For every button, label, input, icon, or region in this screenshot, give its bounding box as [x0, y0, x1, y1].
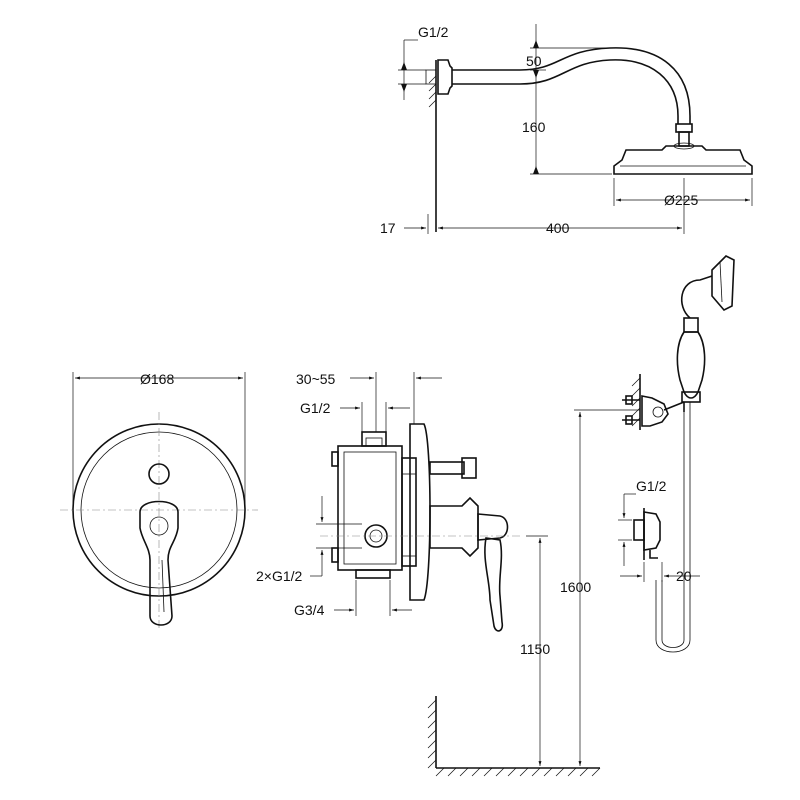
shower-head-inlet-label: G1/2 — [418, 24, 449, 40]
wall-outlet-detail: G1/2 20 — [618, 478, 700, 584]
overhead-shower-view: G1/2 50 160 Ø225 17 400 — [380, 24, 753, 236]
trim-plate-front-view: Ø168 — [60, 371, 258, 630]
head-diameter-label: Ø225 — [664, 192, 698, 208]
hand-shower-view: 1600 — [560, 255, 735, 766]
outlet-thread-label: G1/2 — [636, 478, 667, 494]
valve-side-view: 30~55 G1/2 2×G1/2 G3/4 1150 — [256, 371, 550, 766]
hand-shower-height-label: 1600 — [560, 579, 591, 595]
valve-height-label: 1150 — [520, 641, 550, 657]
outlet-offset-label: 20 — [676, 568, 692, 584]
arm-drop-label: 50 — [526, 53, 542, 69]
arm-reach-label: 400 — [546, 220, 570, 236]
arm-height-label: 160 — [522, 119, 546, 135]
valve-inlet-label: G1/2 — [300, 400, 331, 416]
valve-bottom-port-label: G3/4 — [294, 602, 325, 618]
valve-side-ports-label: 2×G1/2 — [256, 568, 303, 584]
plate-diameter-label: Ø168 — [140, 371, 174, 387]
floor-and-wall-hatch — [427, 696, 601, 777]
install-depth-label: 30~55 — [296, 371, 336, 387]
wall-offset-label: 17 — [380, 220, 396, 236]
